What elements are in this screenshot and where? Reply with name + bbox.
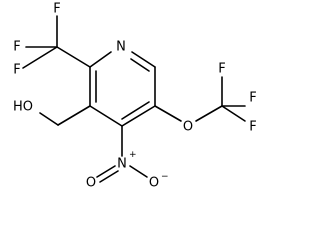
fluorine-1-label: F [53, 2, 60, 17]
bond-c4-c5-inner [121, 101, 150, 120]
nitro-nitrogen-label: N [117, 157, 127, 172]
hydroxyl-label: HO [13, 100, 33, 115]
bond-c6-n1 [131, 51, 156, 68]
bond-nitro-n-o1-inner [99, 170, 119, 183]
bond-c6-n1-inner [130, 58, 150, 72]
fluorine-2-label: F [13, 63, 20, 78]
bond-ch2-oh [39, 112, 59, 126]
bond-c2-cf3 [56, 46, 91, 68]
fluorine-3-label: F [13, 40, 20, 55]
bond-cf3-f6 [221, 105, 246, 122]
ring-nitrogen-label: N [116, 40, 126, 55]
pyridine-ring [89, 51, 156, 127]
nitro-group [96, 125, 148, 183]
fluorine-6-label: F [249, 120, 256, 135]
trifluoromethoxy-group [154, 76, 246, 122]
bond-c3-ch2 [57, 105, 91, 126]
ether-oxygen-label: O [183, 120, 193, 135]
hydroxymethyl-group [39, 105, 91, 126]
fluorine-4-label: F [218, 62, 225, 77]
nitro-oxygen-1-label: O [86, 176, 96, 191]
bond-n1-c2 [89, 51, 112, 68]
fluorine-5-label: F [249, 91, 256, 106]
bond-nitro-n-o1 [96, 165, 116, 178]
bond-o-cf3 [195, 105, 223, 122]
trifluoromethyl-group-top [22, 15, 91, 69]
structure-diagram: N F F F HO N + O O − O F F F [13, 2, 257, 191]
bond-c5-o [154, 105, 182, 122]
nitro-minus-charge: − [161, 172, 169, 182]
bond-nitro-n-o2 [129, 165, 148, 178]
nitro-plus-charge: + [129, 150, 137, 160]
bond-cf3-f2 [22, 46, 58, 69]
nitro-oxygen-2-label: O [149, 176, 159, 191]
bond-c3-c4 [89, 105, 123, 127]
bond-c4-c5 [121, 105, 156, 127]
